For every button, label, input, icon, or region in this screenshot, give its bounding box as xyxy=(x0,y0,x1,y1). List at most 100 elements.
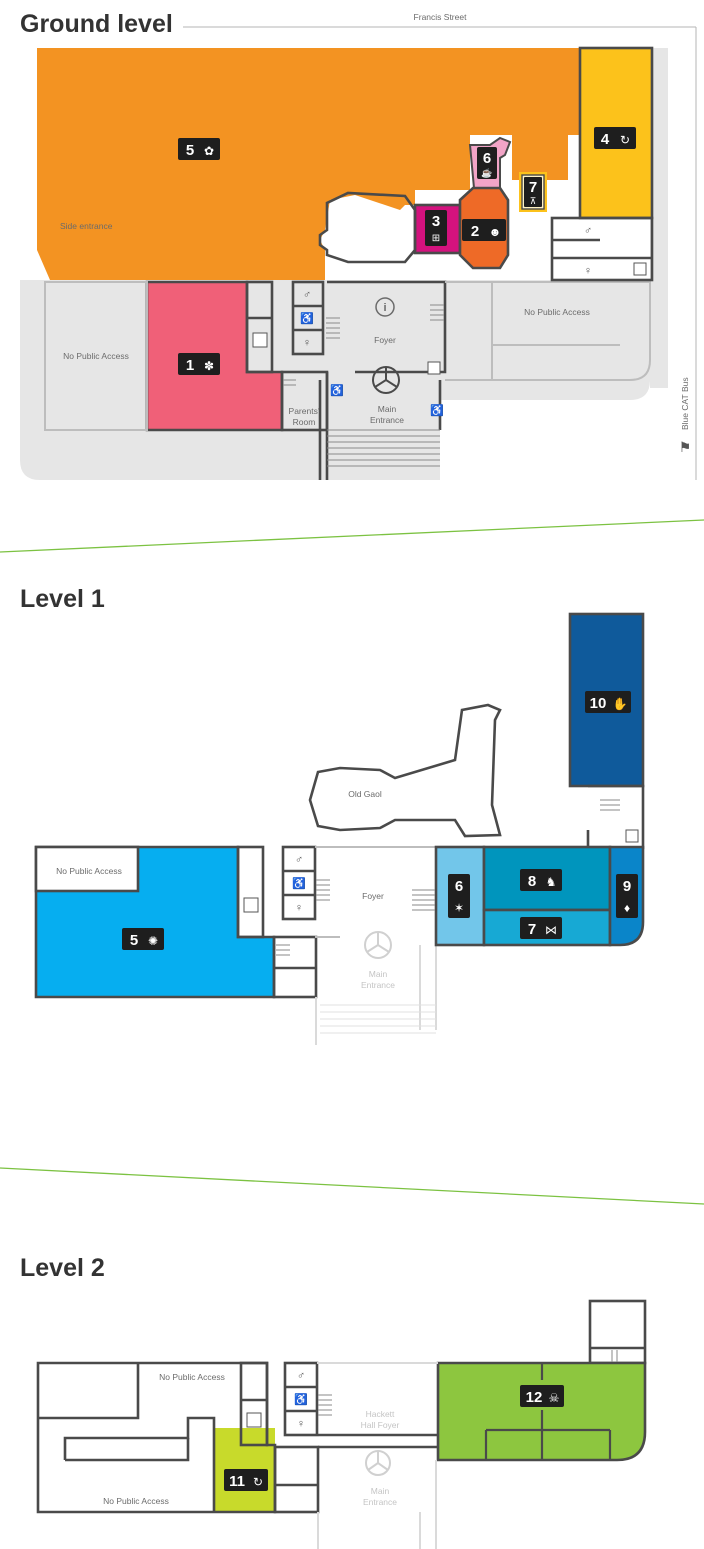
handprint-icon: ✋ xyxy=(613,697,628,711)
svg-text:4: 4 xyxy=(601,131,610,148)
svg-text:10: 10 xyxy=(590,695,607,712)
old-gaol-structure xyxy=(308,703,502,838)
svg-text:8: 8 xyxy=(528,873,536,890)
no-public-access-level1-area xyxy=(34,845,140,893)
level1-faint-steps xyxy=(320,1004,436,1034)
flower-icon: ✿ xyxy=(204,144,214,158)
badge-gallery-9[interactable]: 9 ♦ xyxy=(616,874,638,918)
no-public-access-right-label: No Public Access xyxy=(524,307,590,317)
svg-text:7: 7 xyxy=(528,921,536,938)
level1-toilet-female-icon: ♀ xyxy=(295,902,303,914)
badge-room-7[interactable]: 7 ⊼ xyxy=(524,177,542,207)
badge-gallery-2[interactable]: 2 ☻ xyxy=(462,219,506,241)
bird-flight-icon: ✶ xyxy=(454,901,464,915)
gallery-5-room xyxy=(37,48,580,280)
toilet-icon-east-1: ♂ xyxy=(584,225,592,237)
lift-icon xyxy=(252,332,268,348)
information-icon: i xyxy=(375,297,395,317)
svg-text:9: 9 xyxy=(623,878,631,895)
gift-shop-icon: ⊞ xyxy=(432,233,440,244)
francis-street-label: Francis Street xyxy=(414,12,468,22)
parents-room-label-line1: Parents' xyxy=(289,406,320,416)
badge-gallery-6-level1[interactable]: 6 ✶ xyxy=(448,874,470,918)
ground-level-title: Ground level xyxy=(20,10,173,38)
old-gaol-label: Old Gaol xyxy=(348,789,382,799)
ground-level-plan: Francis Street xyxy=(20,12,697,480)
duck-icon: ♦ xyxy=(624,901,630,915)
svg-text:5: 5 xyxy=(186,142,194,159)
badge-gallery-4[interactable]: 4 ↻ xyxy=(594,127,636,149)
level-2-plan: ♂ ♿ ♀ No Public Access No Public Access … xyxy=(36,1299,647,1549)
level-2-title: Level 2 xyxy=(20,1254,105,1282)
bus-stop-icon: ⚑ xyxy=(679,439,692,455)
level1-toilets-block xyxy=(281,845,317,921)
level-divider-1 xyxy=(0,519,704,553)
badge-gallery-5-level1[interactable]: 5 ✺ xyxy=(122,928,164,950)
svg-text:6: 6 xyxy=(455,878,463,895)
cycle-icon: ↻ xyxy=(620,133,630,147)
level-1-plan: ♂ ♿ ♀ Old Gaol No Public Access Foyer Ma… xyxy=(34,612,645,1045)
level1-main-entrance-line2: Entrance xyxy=(361,980,395,990)
svg-text:1: 1 xyxy=(186,357,194,374)
side-entrance-label: Side entrance xyxy=(60,221,113,231)
toilet-icon-east-2: ♀ xyxy=(584,265,592,277)
level1-foyer-label: Foyer xyxy=(362,891,384,901)
badge-gallery-3[interactable]: 3 ⊞ xyxy=(425,210,447,246)
level2-lift-block xyxy=(239,1361,269,1447)
main-entrance-steps xyxy=(283,304,444,467)
level2-toilets-block xyxy=(283,1361,319,1437)
badge-gallery-11[interactable]: 11 ↻ xyxy=(224,1469,268,1491)
level1-entrance-wheel-icon xyxy=(364,931,392,959)
level2-toilet-male-icon: ♂ xyxy=(297,1370,305,1382)
toilet-accessible-icon: ♿ xyxy=(300,312,314,325)
cafe-dining-icon: ☻ xyxy=(489,225,502,239)
badge-gallery-5[interactable]: 5 ✿ xyxy=(178,138,220,160)
lift-block xyxy=(245,280,274,374)
badge-gallery-10[interactable]: 10 ✋ xyxy=(585,691,631,713)
main-entrance-label-line2: Entrance xyxy=(370,415,404,425)
level1-lift-icon xyxy=(243,897,259,913)
main-entrance-label-line1: Main xyxy=(378,404,397,414)
svg-text:12: 12 xyxy=(526,1389,543,1406)
level2-toilet-accessible-icon: ♿ xyxy=(294,1393,308,1406)
elephant-icon: ♞ xyxy=(546,875,557,889)
level1-lift-block xyxy=(236,845,265,939)
no-public-access-left-area xyxy=(44,281,148,431)
discovery-animal-icon: ✽ xyxy=(204,359,214,373)
level1-toilet-male-icon: ♂ xyxy=(295,854,303,866)
badge-room-6[interactable]: 6 ☕ xyxy=(477,147,497,179)
level2-no-public-access-bottom-label: No Public Access xyxy=(103,1496,169,1506)
toilet-male-icon: ♂ xyxy=(303,289,311,301)
level1-main-entrance-line1: Main xyxy=(369,969,388,979)
badge-gallery-12[interactable]: 12 ☠ xyxy=(520,1385,564,1407)
level1-no-public-access-label: No Public Access xyxy=(56,866,122,876)
svg-text:2: 2 xyxy=(471,223,479,240)
cafe-icon: ☕ xyxy=(481,167,492,178)
svg-text:3: 3 xyxy=(432,213,440,230)
level2-no-public-access-top-label: No Public Access xyxy=(159,1372,225,1382)
butterfly-icon: ⋈ xyxy=(545,923,557,937)
accessible-route-icon-2: ♿ xyxy=(430,404,444,417)
foyer-label: Foyer xyxy=(374,335,396,345)
toilet-female-icon: ♀ xyxy=(303,337,311,349)
hackett-hall-label-line2: Hall Foyer xyxy=(361,1420,400,1430)
east-stair-block xyxy=(550,216,654,282)
level2-entrance-wheel-icon xyxy=(365,1450,391,1476)
accessible-lift-icon xyxy=(427,361,441,375)
svg-text:5: 5 xyxy=(130,932,138,949)
level2-cycle-icon: ↻ xyxy=(253,1475,263,1489)
dinosaur-icon: ☠ xyxy=(549,1391,560,1405)
accessible-route-icon: ♿ xyxy=(330,384,344,397)
level1-stairs xyxy=(276,799,620,956)
badge-gallery-7-level1[interactable]: 7 ⋈ xyxy=(520,917,562,939)
toilets-block xyxy=(291,280,325,356)
courtyard-structure xyxy=(318,191,417,264)
badge-gallery-8[interactable]: 8 ♞ xyxy=(520,869,562,891)
svg-text:7: 7 xyxy=(529,179,537,196)
badge-gallery-1[interactable]: 1 ✽ xyxy=(178,353,220,375)
foyer-walls xyxy=(327,280,447,374)
picnic-table-icon: ⊼ xyxy=(530,196,537,206)
svg-text:6: 6 xyxy=(483,150,491,167)
hackett-hall-label-line1: Hackett xyxy=(366,1409,395,1419)
